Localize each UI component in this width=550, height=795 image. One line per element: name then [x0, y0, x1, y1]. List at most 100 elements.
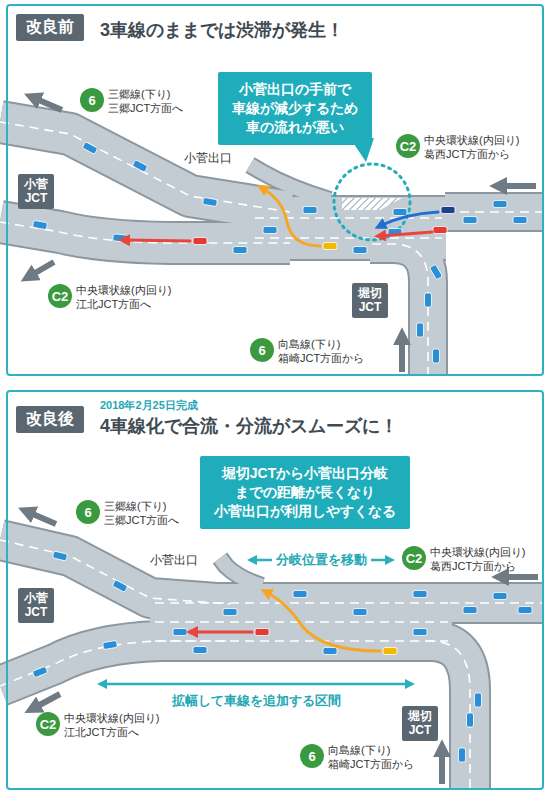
- direction-arrow: [500, 183, 536, 189]
- car: [52, 551, 67, 561]
- route-direction-line: 中央環状線(内回り): [424, 134, 519, 148]
- car: [425, 293, 432, 307]
- road-surface: [0, 122, 542, 788]
- lane-line: [445, 211, 542, 213]
- junction-name-line: JCT: [358, 300, 382, 314]
- route-number: 6: [250, 338, 274, 362]
- callout-text-line: 堀切JCTから小菅出口分岐: [214, 464, 396, 483]
- junction-box: 堀切 JCT: [402, 706, 438, 741]
- car: [433, 227, 447, 234]
- route-direction-line: 箱崎JCT方面から: [278, 352, 364, 366]
- route-number: C2: [402, 546, 426, 570]
- route-direction-line: 向島線(下り): [278, 338, 364, 352]
- bottleneck-circle: [334, 164, 410, 240]
- car: [353, 247, 367, 254]
- car: [233, 247, 247, 254]
- car: [193, 647, 207, 654]
- status-tag: 改良後: [16, 406, 84, 433]
- car: [303, 207, 317, 214]
- span-arrow: [102, 683, 410, 686]
- road-surface: [250, 165, 330, 200]
- lane-line: [155, 621, 448, 623]
- lane-line: [255, 217, 442, 219]
- panel-title: 3車線のままでは渋滞が発生！: [100, 18, 344, 42]
- direction-arrow: [502, 574, 538, 580]
- route-badge: 6三郷線(下り) 三郷JCT方面へ: [76, 500, 179, 528]
- junction-box: 堀切 JCT: [352, 283, 388, 318]
- car: [383, 648, 397, 655]
- route-direction-line: 三郷線(下り): [108, 88, 183, 102]
- route-badge: 6三郷線(下り) 三郷JCT方面へ: [80, 88, 183, 116]
- route-direction-line: 中央環状線(内回り): [76, 284, 171, 298]
- direction-arrow: [439, 750, 445, 784]
- road-outline: [220, 558, 262, 586]
- route-number: 6: [80, 88, 104, 112]
- road-surface: [220, 558, 262, 586]
- road-surface: [450, 584, 542, 622]
- car: [475, 693, 482, 707]
- traffic-arrow: [266, 592, 380, 651]
- junction-box: 小菅 JCT: [18, 588, 54, 623]
- status-text: 改良前: [26, 18, 74, 35]
- direction-arrow: [28, 98, 538, 784]
- car: [433, 349, 440, 363]
- route-direction-line: 中央環状線(内回り): [64, 712, 159, 726]
- traffic-arrow: [262, 188, 320, 246]
- route-badge: C2中央環状線(内回り) 江北JCT方面へ: [36, 712, 159, 740]
- car: [459, 748, 466, 762]
- lane-line: [155, 640, 448, 642]
- car: [323, 648, 337, 655]
- callout-text-line: 小菅出口が利用しやすくなる: [214, 502, 396, 521]
- route-direction-line: 三郷JCT方面へ: [108, 102, 183, 116]
- panel-frame: 3車線のままでは渋滞が発生！ 改良前小菅出口の手前で 車線が減少するため 車の流れ…: [6, 4, 544, 376]
- route-number: 6: [76, 500, 100, 524]
- route-direction-line: 葛西JCT方面から: [430, 560, 525, 574]
- route-direction: 中央環状線(内回り) 葛西JCT方面から: [424, 134, 519, 162]
- route-direction-line: 箱崎JCT方面から: [328, 758, 414, 772]
- callout-text-line: 小菅出口の手前で: [232, 80, 358, 99]
- junction-name-line: 堀切: [358, 286, 382, 300]
- traffic-arrow: [124, 240, 190, 241]
- car: [223, 609, 237, 616]
- junction-name-line: JCT: [408, 723, 432, 737]
- lane-line: [0, 122, 542, 788]
- car: [323, 243, 337, 250]
- callout-box: 小菅出口の手前で 車線が減少するため 車の流れが悪い: [218, 72, 372, 145]
- lane-line: [255, 237, 442, 239]
- car: [518, 607, 532, 614]
- road-outline: [450, 582, 542, 624]
- junction-name: 小菅 JCT: [24, 591, 48, 620]
- car: [463, 607, 477, 614]
- car: [293, 591, 307, 598]
- panel-frame: 2018年2月25日完成4車線化で合流・分流がスムーズに！改良後堀切JCTから小…: [6, 390, 544, 790]
- route-direction: 向島線(下り) 箱崎JCT方面から: [278, 338, 364, 366]
- route-direction-line: 中央環状線(内回り): [430, 546, 525, 560]
- junction-name: 堀切 JCT: [358, 286, 382, 315]
- callout-box: 堀切JCTから小菅出口分岐 までの距離が長くなり 小菅出口が利用しやすくなる: [200, 456, 410, 529]
- route-number: C2: [48, 284, 72, 308]
- road-outline: [445, 192, 542, 232]
- car: [32, 666, 48, 678]
- junction-name: 堀切 JCT: [408, 709, 432, 738]
- car: [112, 580, 128, 593]
- direction-arrow: [34, 98, 62, 110]
- car: [413, 591, 427, 598]
- section-label: 分岐位置を移動: [272, 551, 371, 569]
- road-outline: [0, 122, 542, 788]
- junction-name-line: 小菅: [24, 177, 48, 191]
- car: [413, 629, 427, 636]
- car: [417, 323, 424, 337]
- route-direction-line: 向島線(下り): [328, 744, 414, 758]
- route-direction: 三郷線(下り) 三郷JCT方面へ: [104, 500, 179, 528]
- route-number: 6: [300, 744, 324, 768]
- route-badge: 6 向島線(下り) 箱崎JCT方面から: [300, 744, 414, 772]
- car: [353, 609, 367, 616]
- junction-name: 小菅 JCT: [24, 177, 48, 206]
- route-direction: 三郷線(下り) 三郷JCT方面へ: [108, 88, 183, 116]
- route-badge: 6向島線(下り) 箱崎JCT方面から: [250, 338, 364, 366]
- route-badge: C2中央環状線(内回り) 江北JCT方面へ: [48, 284, 171, 312]
- traffic-arrow: [380, 232, 432, 236]
- junction-box: 小菅 JCT: [18, 174, 54, 209]
- junction-name-line: 堀切: [408, 709, 432, 723]
